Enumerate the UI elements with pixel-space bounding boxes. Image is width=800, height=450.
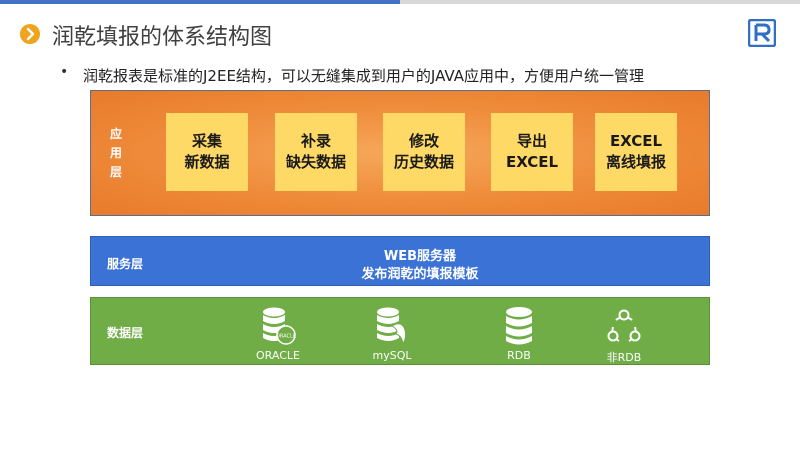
data-source-oracle-label: ORACLE bbox=[256, 349, 300, 362]
app-box-supplement-missing-data: 补录 缺失数据 bbox=[275, 113, 357, 191]
header-accent-bar bbox=[0, 0, 400, 4]
service-layer-label: 服务层 bbox=[107, 257, 144, 271]
oracle-badge-text: ORACLE bbox=[276, 334, 296, 340]
data-source-oracle: ORACLE ORACLE bbox=[238, 306, 318, 362]
mysql-db-icon bbox=[377, 307, 407, 346]
oracle-db-icon: ORACLE bbox=[263, 307, 296, 345]
data-source-non-rdb-label: 非RDB bbox=[606, 351, 642, 364]
service-layer-description: WEB服务器 发布润乾的填报模板 bbox=[361, 249, 479, 282]
data-layer-label: 数据层 bbox=[107, 326, 144, 340]
slide-title: 润乾填报的体系结构图 bbox=[52, 25, 273, 50]
data-source-mysql: mySQL bbox=[352, 306, 432, 362]
app-box-excel-offline-fill: EXCEL 离线填报 bbox=[595, 113, 677, 191]
application-layer-label: 应 用 层 bbox=[109, 127, 122, 179]
title-chevron-icon bbox=[20, 24, 40, 44]
raqsoft-logo-icon bbox=[747, 18, 777, 48]
header-divider-bar bbox=[400, 0, 800, 4]
data-source-rdb-label: RDB bbox=[507, 349, 531, 362]
service-layer bbox=[90, 236, 710, 286]
data-source-mysql-label: mySQL bbox=[372, 349, 412, 362]
app-box-collect-new-data: 采集 新数据 bbox=[166, 113, 248, 191]
app-box-export-excel: 导出 EXCEL bbox=[491, 113, 573, 191]
data-source-rdb: RDB bbox=[479, 306, 559, 362]
nosql-network-icon bbox=[607, 309, 641, 342]
app-box-modify-history-data: 修改 历史数据 bbox=[383, 113, 465, 191]
database-icon bbox=[506, 307, 532, 345]
bullet-text: 润乾报表是标准的J2EE结构，可以无缝集成到用户的JAVA应用中，方便用户统一管… bbox=[83, 67, 644, 85]
bullet-dot-icon: • bbox=[60, 64, 69, 80]
data-source-non-rdb: 非RDB bbox=[584, 306, 664, 365]
